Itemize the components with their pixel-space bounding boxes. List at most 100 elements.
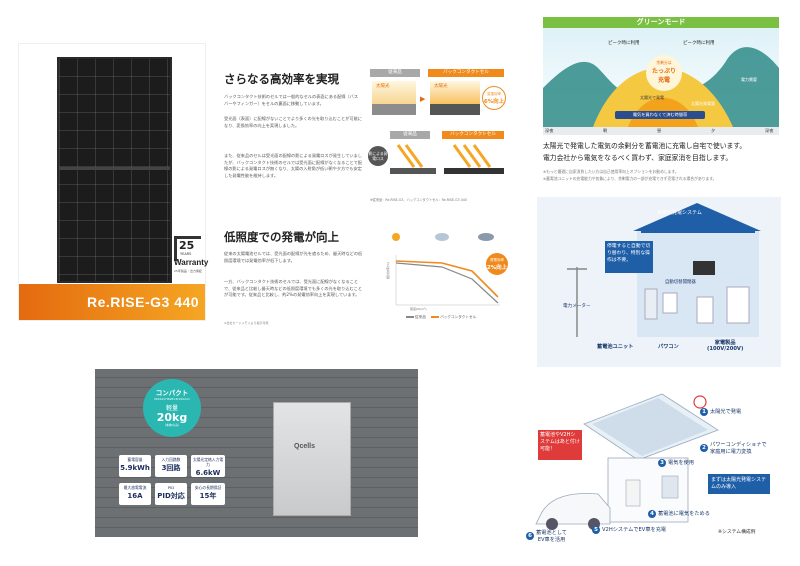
retrofit-callout: 蓄電池やV2Hシステムはあと付け可能！ xyxy=(538,430,582,460)
sun-label-2: 太陽光 xyxy=(434,84,448,89)
axis-label-morning: 朝 xyxy=(603,128,608,133)
solar-first-callout: まずは太陽光発電システムのみ導入 xyxy=(708,474,770,494)
battery-label: 蓄電池ユニット xyxy=(597,344,634,350)
warranty-label: Warranty xyxy=(174,258,209,267)
demand-label: 電力需要 xyxy=(741,77,757,82)
efficiency-body-2: 受光面（表面）に配線がないことでより多くの光を取り込むことが可能になり、変換効率… xyxy=(224,116,362,128)
overcast-icon xyxy=(478,233,494,241)
step-5-marker: 5 xyxy=(592,526,600,534)
axis-label-night2: 深夜 xyxy=(765,128,774,133)
house-system-diagram: 太陽光発電システム 停電すると自動で切り替わり、特別な操作は不要。 自動切替開閉… xyxy=(537,197,781,367)
axis-label-evening: 夕 xyxy=(711,128,716,133)
appliances-voltage: (100V/200V) xyxy=(707,346,744,352)
tab-conventional-2: 従来品 xyxy=(390,131,430,139)
no-purchase-balloon: 電気を買わなくて済む時間帯 xyxy=(615,111,705,119)
spec-warranty: 安心の長期保証 15年 xyxy=(191,483,225,505)
warranty-badge: 25 YEARS Warranty 25年製品・出力保証 xyxy=(174,236,230,284)
series-conventional xyxy=(395,262,499,304)
step-6-line-1: 蓄電池として xyxy=(536,530,567,536)
weight-sub: （本体のみ） xyxy=(162,423,181,427)
step-3-marker: 3 xyxy=(658,459,666,467)
step-4-marker: 4 xyxy=(648,510,656,518)
spec-value: 15年 xyxy=(199,492,217,500)
power-loss-badge: 影による発電ロス xyxy=(368,146,388,166)
spec-label: 最大放電電流 xyxy=(123,485,147,490)
step-1-marker: 1 xyxy=(700,408,708,416)
spec-discharge: 最大放電電流 16A xyxy=(119,483,151,505)
spec-label: 太陽光定格入力電力 xyxy=(192,457,224,467)
compact-label: コンパクト xyxy=(155,389,189,397)
badge2-value: 2%向上 xyxy=(486,265,508,271)
battery-unit-image: Qcells xyxy=(273,402,351,516)
spec-label: 安心の長期保証 xyxy=(194,485,222,490)
tab-back-contact: バックコンタクトセル xyxy=(428,69,504,77)
peak-label-2: ピーク時に利用 xyxy=(683,41,715,46)
low-light-chart xyxy=(382,227,508,327)
time-axis: 深夜 朝 昼 夕 深夜 xyxy=(543,127,779,135)
series-back-contact xyxy=(395,260,499,298)
compact-dimensions: W444×H628×D194mm xyxy=(154,397,190,401)
step-1-label: 太陽光で発電 xyxy=(710,409,742,415)
appliances-title: 家電製品 xyxy=(714,340,736,346)
solar-module-image xyxy=(57,57,172,283)
back-contact-angled-light xyxy=(444,143,504,179)
green-mode-diagram: グリーンモード ピーク時に利用 ピーク時に利用 余剰分は たっぷり 充電 太陽光… xyxy=(543,17,779,135)
low-light-body-1: 従来の太陽電池セルでは、受光面の配線が光を遮るため、曇天時などの低照度環境では発… xyxy=(224,251,363,263)
efficiency-body-1: バックコンタクト技術のセルでは一般的なセルの表面にある配線（バスバーやフィンガー… xyxy=(224,94,359,106)
badge2-label: 発電効率 xyxy=(490,258,504,262)
conventional-cell-diagram: 太陽光 xyxy=(372,81,416,115)
spec-value: PID対応 xyxy=(157,492,185,500)
legend-conventional: 従来品 xyxy=(415,315,426,319)
spec-value: 16A xyxy=(127,492,143,500)
section-title-low-light: 低照度での発電が向上 xyxy=(224,230,339,244)
step-2-line-1: パワーコンディショナで xyxy=(710,442,767,448)
section-title-efficiency: さらなる高効率を実現 xyxy=(224,72,339,86)
back-contact-cell-diagram: 太陽光 xyxy=(430,81,480,115)
v2h-system-diagram: 1 太陽光で発電 2 パワーコンディショナで家庭用に電力変換 3 電気を使用 4… xyxy=(522,384,792,564)
peak-label-1: ピーク時に利用 xyxy=(608,41,640,46)
brand-logo: Qcells xyxy=(294,443,316,450)
product-panel-card: 25 YEARS Warranty 25年製品・出力保証 Re.RISE-G3 … xyxy=(18,43,208,321)
footnote-efficiency: ※従来品：Re.RISE-G3、バックコンタクトセル：Re.RISE-G3 44… xyxy=(370,198,467,202)
product-name-bar: Re.RISE-G3 440 xyxy=(19,284,205,320)
weight-label: 軽量 xyxy=(165,405,178,412)
pcs-label: パワコン xyxy=(658,344,679,350)
chart-x-label: 照度[W/m²] xyxy=(410,307,427,311)
spec-label: PID xyxy=(167,485,175,490)
warranty-sub: 25年製品・出力保証 xyxy=(174,269,202,273)
spec-value: 3回路 xyxy=(161,464,181,472)
badge-value: 6%向上 xyxy=(483,99,505,105)
center-line-3: 充電 xyxy=(657,77,670,84)
switch-label: 自動切替開閉器 xyxy=(665,280,696,285)
compact-badge: コンパクト W444×H628×D194mm 軽量 20kg （本体のみ） xyxy=(143,379,201,437)
step-4-label: 蓄電池に電気をためる xyxy=(658,511,710,517)
green-mode-note-2: ※蓄電池ユニットの充電能力や気象により、余剰電力の一部が充電できず売電される場合… xyxy=(543,176,717,181)
roof-label: 太陽光発電システム xyxy=(657,210,702,216)
step-3-label: 電気を使用 xyxy=(668,460,694,466)
step-5-label: V2HシステムでEV車を充電 xyxy=(602,527,667,533)
green-mode-caption-1: 太陽光で発電した電気の余剰分を蓄電池に充電し自宅で使います。 xyxy=(543,142,747,150)
step-6-marker: 6 xyxy=(526,532,534,540)
solar-gen-label: 太陽光で発電 xyxy=(640,95,664,100)
low-light-section: 低照度での発電が向上 従来の太陽電池セルでは、受光面の配線が光を遮るため、曇天時… xyxy=(210,219,512,331)
arrow-icon: ▶ xyxy=(420,95,426,103)
green-mode-caption-2: 電力会社から電気をなるべく買わず、家庭家消を目指します。 xyxy=(543,154,733,162)
spec-value: 5.9kWh xyxy=(120,464,150,472)
step-6-line-2: EV車を活用 xyxy=(537,537,566,543)
system-example-note: ※システム構成例 xyxy=(718,530,756,535)
axis-label-noon: 昼 xyxy=(657,128,662,133)
green-mode-note-1: ※もっと最適に自家消費したい方は自己使用率向上オプションをお勧めします。 xyxy=(543,169,679,174)
tab-back-contact-2: バックコンタクトセル xyxy=(442,131,504,139)
efficiency-badge-2: 発電効率 2%向上 xyxy=(486,253,508,275)
battery-product-panel: コンパクト W444×H628×D194mm 軽量 20kg （本体のみ） Qc… xyxy=(95,369,418,537)
efficiency-badge-6: 変換効率 6%向上 xyxy=(482,86,506,110)
efficiency-body-3: また、従来品のセルは受光面の配線の影による発電ロスが発生していましたが、バックコ… xyxy=(224,153,362,178)
spec-label: 入力回路数 xyxy=(161,457,181,462)
sun-label-1: 太陽光 xyxy=(376,84,390,89)
cloudy-icon xyxy=(435,233,449,241)
footnote-low-light: ※当社カードメモリより掲示可能 xyxy=(224,321,269,325)
house-illustration xyxy=(567,203,761,337)
warranty-years-unit: YEARS xyxy=(180,252,192,256)
